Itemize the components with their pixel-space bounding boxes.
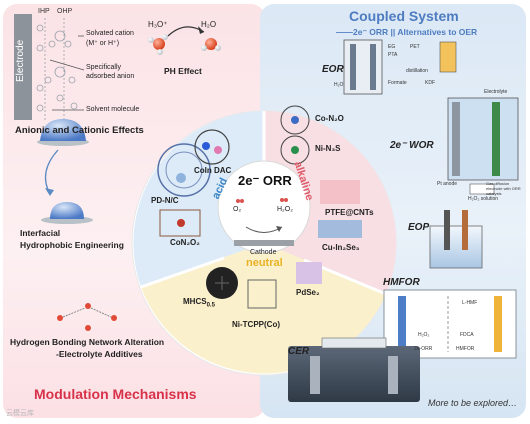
coin-dac-label: CoIn DAC bbox=[194, 166, 232, 175]
ph-effect-title: PH Effect bbox=[164, 66, 202, 76]
coupled-system-subtitle: ——2e⁻ ORR || Alternatives to OER bbox=[336, 27, 478, 37]
wor-label: 2e⁻ WOR bbox=[390, 140, 434, 151]
pd-nc-label: PD-N/C bbox=[151, 196, 179, 205]
eor-cell bbox=[343, 39, 457, 95]
con2o2-label: CoN₂O₂ bbox=[170, 238, 200, 247]
eop-label: EOP bbox=[408, 222, 430, 233]
electrode-bar bbox=[14, 14, 32, 120]
wor-pt-anode: Pt anode bbox=[437, 181, 458, 187]
hbond-title-1: Hydrogen Bonding Network Alteration bbox=[10, 337, 165, 347]
eor-pta: PTA bbox=[388, 52, 398, 58]
hmfor-fdca: FDCA bbox=[460, 332, 474, 338]
hydrogen-bond-molecules bbox=[57, 303, 117, 331]
ni-tcpp-label: Ni-TCPP(Co) bbox=[232, 320, 280, 329]
hmfor-orr: 2e-ORR bbox=[414, 346, 433, 352]
acid-sector bbox=[133, 111, 264, 287]
cuin2se3-label: Cu-In₂Se₃ bbox=[322, 243, 360, 252]
modulation-mechanisms-footer: Modulation Mechanisms bbox=[34, 386, 197, 402]
hmfor-cell bbox=[383, 289, 517, 359]
wor-cell bbox=[447, 97, 519, 195]
ihp-label: IHP bbox=[38, 8, 50, 15]
droplet-graphics bbox=[37, 119, 93, 224]
adsorbed-anion-label-1: Specifically bbox=[86, 64, 122, 71]
mhcs-name: MHCS bbox=[183, 297, 207, 306]
more-to-explore-label: More to be explored… bbox=[428, 398, 518, 408]
eop-beaker bbox=[429, 210, 483, 269]
h2o2-label: H₂O₂ bbox=[277, 206, 293, 213]
hbond-title-2: -Electrolyte Additives bbox=[56, 349, 143, 359]
eor-pet: PET bbox=[410, 44, 420, 50]
double-layer-diagram bbox=[36, 18, 85, 120]
eor-distillation: distillation bbox=[406, 68, 428, 74]
anionic-cationic-title: Anionic and Cationic Effects bbox=[15, 125, 144, 136]
watermark: 云模云库 bbox=[6, 410, 34, 417]
wor-solution: H₂O₂ solution bbox=[468, 196, 499, 202]
eor-label: EOR bbox=[322, 64, 344, 75]
h3o-label: H₃O⁺ bbox=[148, 20, 168, 29]
cation-formula-label: (M⁺ or H⁺) bbox=[86, 40, 120, 47]
cer-cell bbox=[288, 337, 420, 402]
mhcs-subscript: 0.5 bbox=[206, 302, 215, 309]
electrode-label: Electrode bbox=[15, 39, 26, 82]
ptfe-cnts-label: PTFE@CNTs bbox=[325, 208, 374, 217]
nin3s-label: Ni-N₃S bbox=[315, 144, 341, 153]
eor-h2o: H₂O bbox=[334, 82, 344, 88]
eor-formate: Formate bbox=[388, 80, 407, 86]
con2o-label: Co-N₂O bbox=[315, 114, 344, 123]
hmfor-hmfor: HMFOR bbox=[456, 346, 475, 352]
adsorbed-anion-label-2: adsorbed anion bbox=[86, 73, 135, 80]
h2o-label: H₂O bbox=[201, 20, 217, 29]
eor-eg: EG bbox=[388, 44, 396, 50]
hydrophobic-title-2: Hydrophobic Engineering bbox=[20, 240, 124, 250]
hmfor-lhmf: L-HMF bbox=[462, 300, 478, 306]
ph-effect-molecules bbox=[148, 26, 221, 55]
coupled-system-title: Coupled System bbox=[349, 8, 459, 24]
eor-kdf: KDF bbox=[425, 80, 435, 86]
cathode-label: Cathode bbox=[250, 249, 277, 256]
hmfor-label: HMFOR bbox=[383, 277, 420, 288]
o2-label: O₂ bbox=[233, 206, 242, 213]
orr-title: 2e⁻ ORR bbox=[238, 173, 292, 188]
solvent-molecule-label: Solvent molecule bbox=[86, 106, 140, 113]
ohp-label: OHP bbox=[57, 8, 73, 15]
neutral-label: neutral bbox=[246, 257, 283, 269]
solvated-cation-label: Solvated cation bbox=[86, 30, 134, 37]
wor-gde: Gas diffusion electrode with ORR catalys… bbox=[486, 181, 521, 196]
cer-label: CER bbox=[288, 346, 310, 357]
wor-electrolyte: Electrolyte bbox=[484, 89, 508, 95]
catalyst-structures bbox=[157, 105, 362, 309]
pdse2-label: PdSe₂ bbox=[296, 288, 320, 297]
hydrophobic-title-1: Interfacial bbox=[20, 228, 61, 238]
hmfor-h2o2: H₂O₂ bbox=[418, 332, 430, 338]
mhcs-label: MHCS0.5 bbox=[183, 297, 215, 309]
